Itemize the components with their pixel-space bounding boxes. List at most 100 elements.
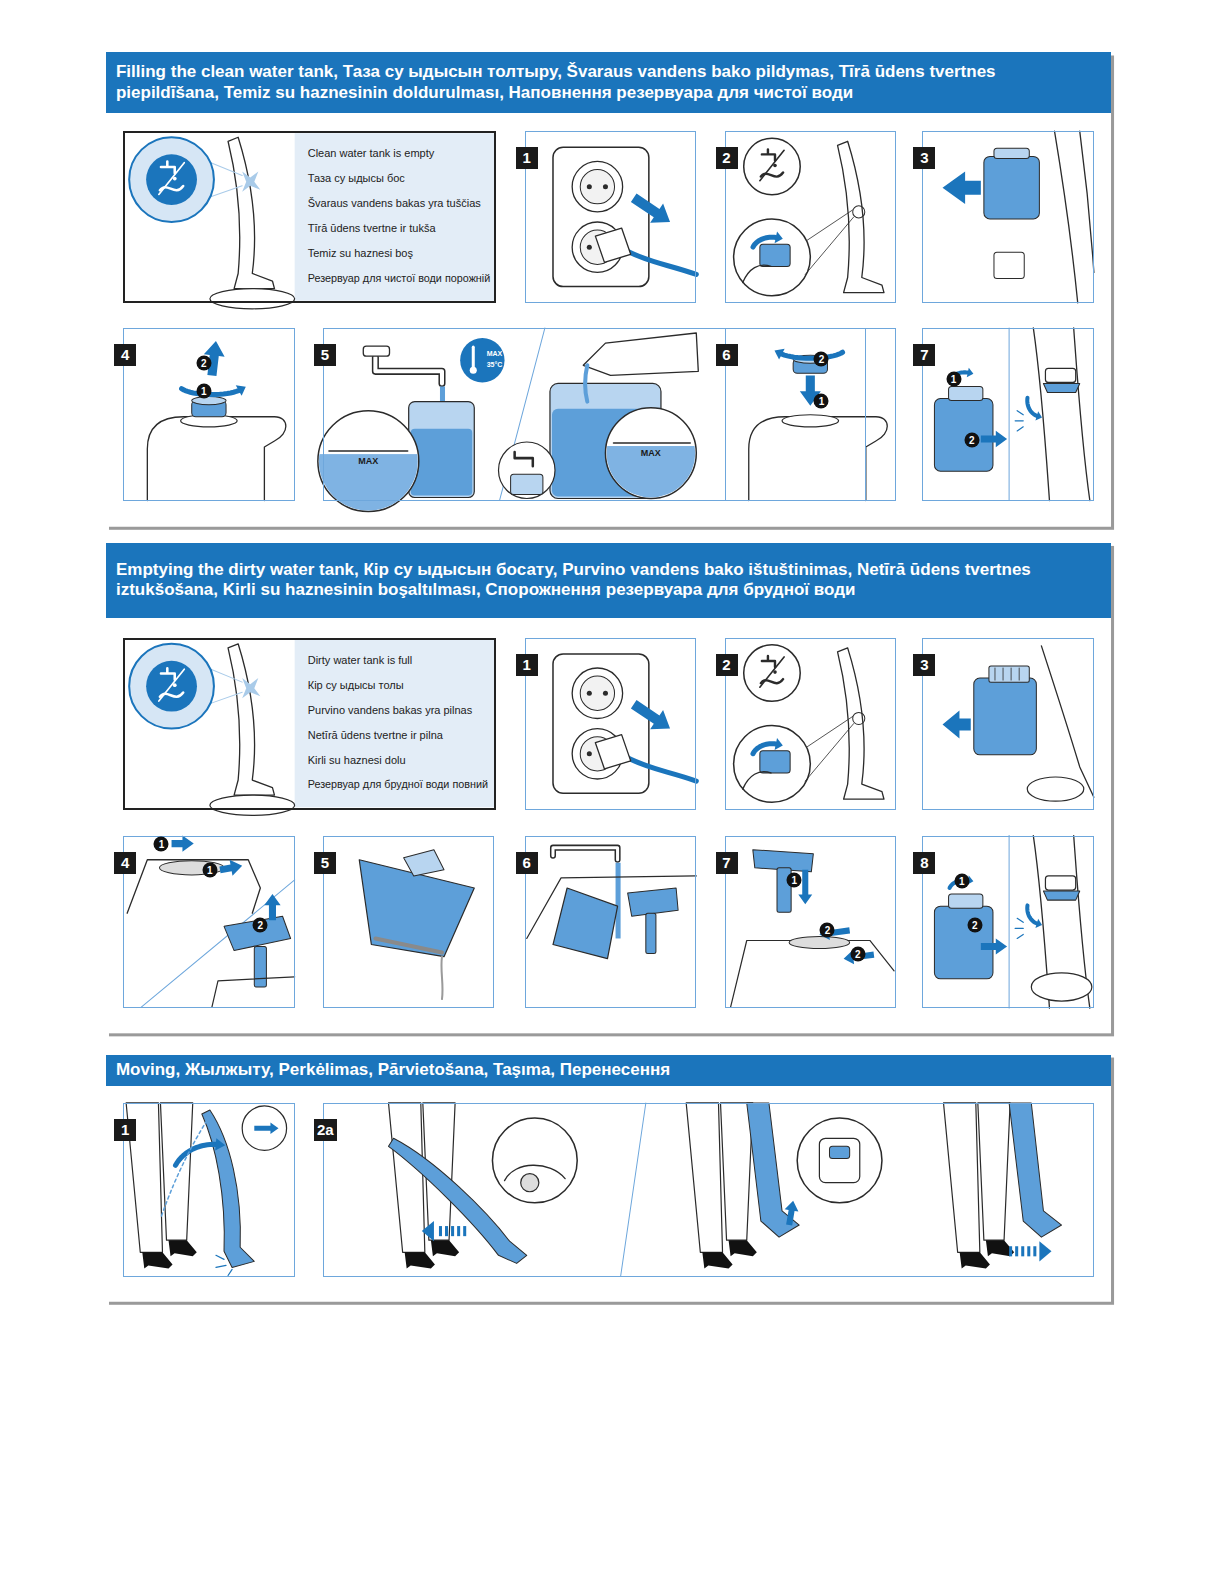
arrow — [215, 1138, 225, 1150]
tank-latch — [760, 244, 790, 266]
arrow — [782, 352, 843, 358]
appliance — [838, 141, 884, 292]
step-number: 2 — [716, 147, 738, 169]
shoe — [142, 1252, 172, 1268]
dirty-water-tank — [553, 888, 618, 959]
indicator-glow — [242, 678, 260, 698]
arrow — [774, 349, 784, 360]
step-panel: 7 — [725, 836, 897, 1009]
appliance — [1080, 131, 1094, 272]
shoe — [431, 1240, 459, 1256]
illustration-shape — [492, 1118, 577, 1203]
illustration-shape — [470, 367, 477, 374]
shoe — [729, 1240, 757, 1256]
appliance — [1074, 328, 1090, 501]
tap — [553, 848, 618, 860]
water-tank — [984, 156, 1040, 219]
arrow — [981, 431, 1007, 447]
illustration-shape — [744, 138, 801, 195]
arrow — [753, 237, 776, 247]
tank-handle — [949, 894, 983, 908]
arrow — [967, 368, 974, 377]
callout-number: 1 — [202, 862, 217, 877]
water-tank — [147, 417, 285, 501]
arrow — [785, 1201, 799, 1226]
step-panel: 1 — [525, 638, 697, 811]
step-number: 2a — [314, 1119, 337, 1141]
arrow — [1027, 1246, 1030, 1256]
illustration-shape — [159, 669, 184, 701]
hand — [743, 772, 771, 789]
status-message: Таза су ыдысы бос — [308, 172, 405, 185]
illustration-shape — [1003, 668, 1004, 680]
illustration-shape — [472, 347, 475, 367]
card — [106, 543, 1111, 1033]
section-band: Moving, Жылжыту, Perkėlimas, Pārvietošan… — [106, 1055, 1111, 1302]
tank-handle — [994, 148, 1029, 158]
step-number: 3 — [913, 654, 935, 676]
temperature-mark: MAX — [487, 350, 503, 358]
step-panel: 2 — [725, 638, 897, 811]
status-message: Кір су ыдысы толы — [308, 679, 404, 692]
illustration-shape — [228, 1269, 232, 1275]
arrow — [172, 836, 194, 852]
water-stream — [585, 365, 587, 401]
person — [978, 1103, 1010, 1240]
max-mark: MAX — [641, 448, 661, 458]
tap — [553, 848, 618, 860]
illustration-shape — [734, 219, 811, 296]
step-panel: 3 — [922, 638, 1094, 811]
illustration-shape — [572, 668, 622, 718]
arrow — [1027, 398, 1037, 416]
water-tank — [409, 402, 475, 498]
tap-icon — [161, 668, 175, 680]
socket-detail — [1045, 368, 1075, 382]
water-tank — [934, 906, 993, 979]
step-panel: 2a — [323, 1103, 1094, 1277]
wall-socket — [553, 654, 649, 793]
step-panel: 1 — [525, 131, 697, 303]
arrow — [1033, 1246, 1036, 1256]
filter — [989, 666, 1029, 682]
illustration-shape — [159, 163, 184, 195]
illustration-shape — [1015, 928, 1023, 929]
filter — [224, 916, 291, 950]
illustration-shape — [1009, 836, 1010, 1009]
dirty-water-tank — [212, 977, 295, 1007]
illustration-shape — [1017, 918, 1023, 922]
tap — [375, 357, 442, 383]
illustration-shape — [216, 1255, 224, 1259]
shoe — [169, 1240, 197, 1256]
status-message: Švaraus vandens bakas yra tuščias — [308, 197, 481, 210]
illustration-shape — [129, 644, 214, 729]
step-number: 5 — [314, 344, 336, 366]
illustration-shape — [603, 691, 608, 696]
person — [721, 1103, 753, 1240]
arrow — [176, 1144, 216, 1165]
step-number: 4 — [114, 344, 136, 366]
illustration-shape — [760, 657, 784, 687]
tank-bay — [994, 252, 1024, 278]
illustration-shape — [1027, 777, 1084, 801]
tap-icon — [161, 162, 175, 174]
appliance — [819, 1138, 859, 1182]
tap — [363, 346, 389, 356]
illustration-shape — [210, 795, 295, 815]
appliance — [1055, 131, 1078, 303]
card — [106, 52, 1111, 526]
arrow — [631, 700, 670, 729]
power-cord — [626, 250, 697, 274]
handle-detail — [829, 1146, 849, 1158]
text-ground — [295, 640, 495, 808]
illustration-shape — [805, 217, 853, 275]
socket-detail — [1045, 876, 1075, 890]
callout-number: 2 — [964, 432, 979, 447]
illustration-shape — [1031, 973, 1092, 1001]
tank-latch — [1043, 383, 1079, 392]
step-number: 5 — [314, 852, 336, 874]
arrow — [1039, 1241, 1051, 1261]
